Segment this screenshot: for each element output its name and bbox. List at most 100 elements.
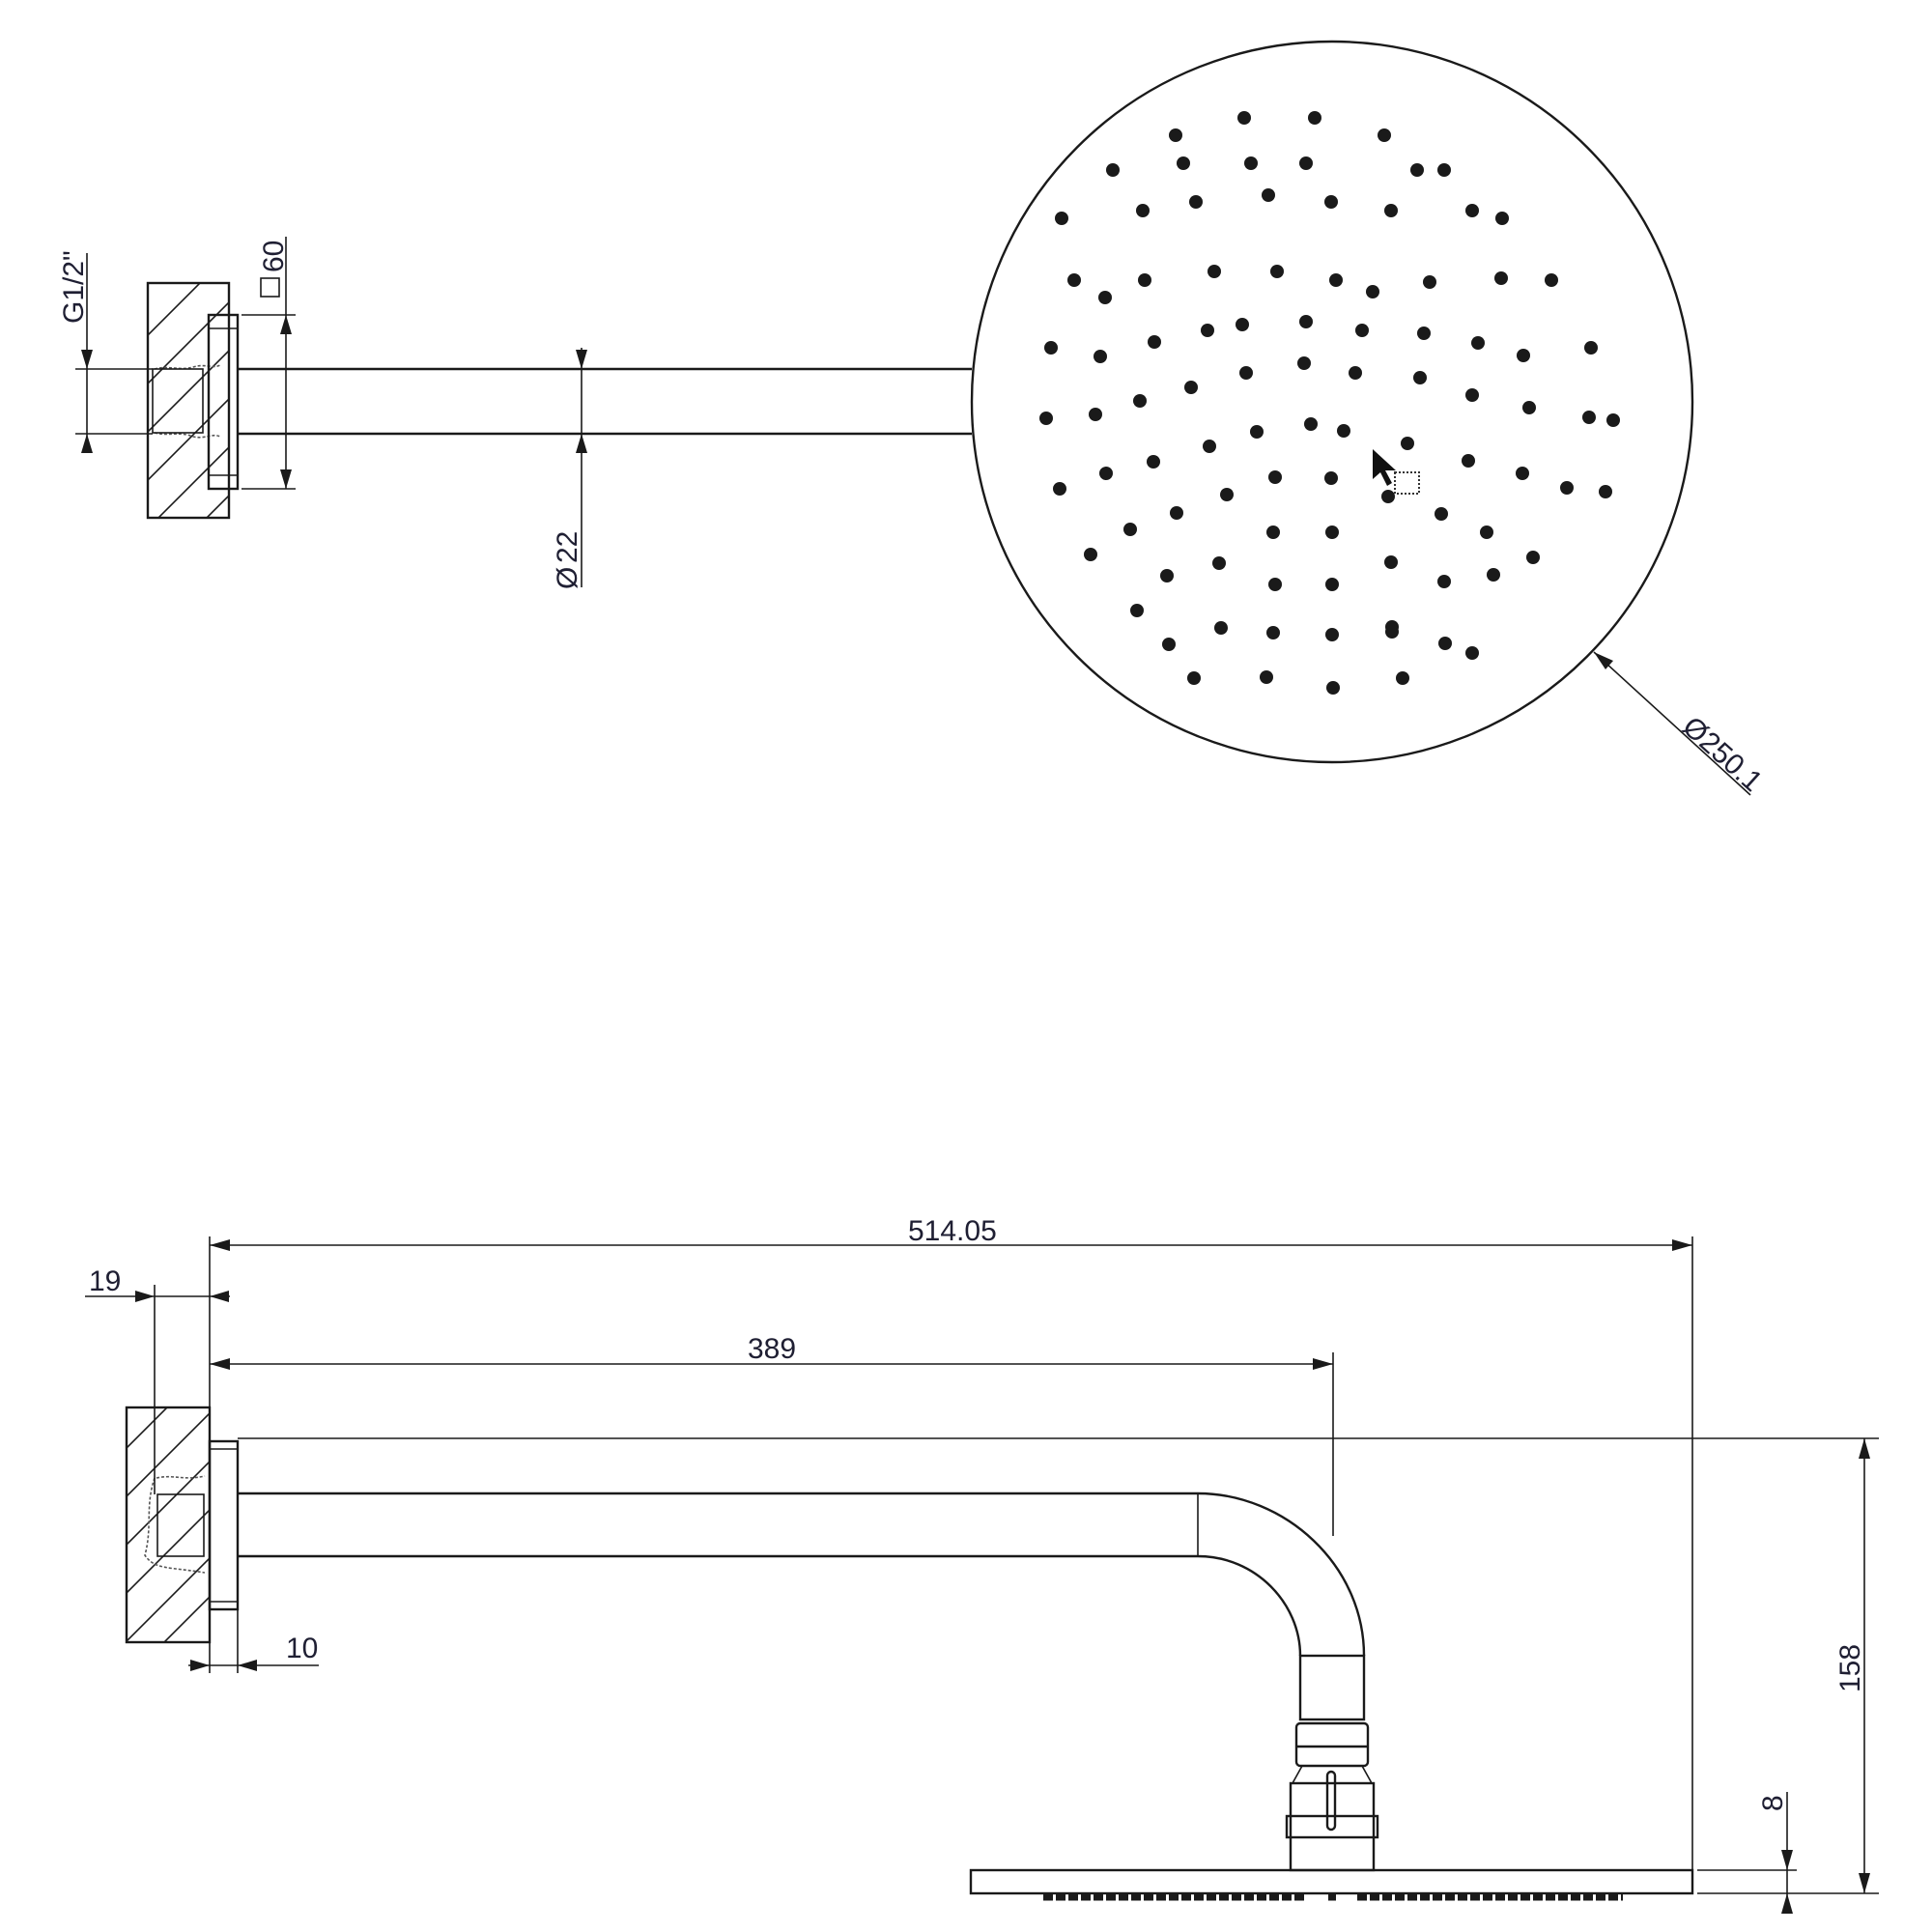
dim-flange-square-label: 60 [258, 241, 290, 272]
shower-head-connector [1285, 1654, 1379, 1872]
dim-flange-square: 60 [242, 237, 296, 490]
square-symbol-icon [260, 277, 280, 298]
dim-wall-depth-label: 19 [89, 1265, 121, 1297]
dim-arm-length: 389 [210, 1333, 1334, 1536]
wall-flange [207, 313, 240, 491]
diameter-symbol-icon: Ø [552, 567, 583, 589]
nozzle-hole [1184, 381, 1198, 394]
nozzle-hole [1053, 482, 1066, 496]
nozzle-hole [1465, 646, 1479, 660]
dim-arm-diameter: Ø 22 [552, 348, 587, 589]
dim-arm-diameter-label: 22 [552, 531, 583, 563]
wall-block-section [146, 281, 231, 520]
nozzle-hole [1437, 163, 1451, 177]
nozzle-hole [1516, 467, 1529, 480]
nozzle-hole [1299, 156, 1313, 170]
nozzle-hole [1325, 526, 1339, 539]
nozzle-hole [1220, 488, 1234, 501]
nozzle-hole [1212, 556, 1226, 570]
nozzle-hole [1410, 163, 1424, 177]
dim-head-thickness-label: 8 [1757, 1795, 1789, 1811]
nozzle-hole [1308, 111, 1321, 125]
nozzle-hole [1355, 324, 1369, 337]
nozzle-hole [1148, 335, 1161, 349]
nozzle-hole [1239, 366, 1253, 380]
nozzle-hole [1378, 128, 1391, 142]
nozzle-hole [1526, 551, 1540, 564]
nozzle-hole [1098, 291, 1112, 304]
nozzle-hole [1423, 275, 1436, 289]
nozzle-hole [1326, 681, 1340, 695]
nozzle-hole [1250, 425, 1264, 439]
dim-flange-thickness: 10 [188, 1609, 319, 1673]
nozzle-hole [1337, 424, 1350, 438]
dim-flange-thickness-label: 10 [286, 1633, 318, 1664]
nozzle-hole [1160, 569, 1174, 582]
dim-overall-height: 158 [238, 1437, 1879, 1894]
nozzle-hole [1203, 440, 1216, 453]
nozzle-hole [1582, 411, 1596, 424]
nozzle-hole [1237, 111, 1251, 125]
nozzle-hole [1560, 481, 1574, 495]
nozzle-hole [1177, 156, 1190, 170]
nozzle-hole [1545, 273, 1558, 287]
nozzle-hole [1201, 324, 1214, 337]
top-view: G1/2" 60 Ø 22 Ø250.1 [58, 40, 1769, 798]
nozzle-hole [1396, 671, 1409, 685]
nozzle-hole [1162, 638, 1176, 651]
nozzle-hole [1189, 195, 1203, 209]
nozzle-hole [1584, 341, 1598, 355]
nozzle-hole [1244, 156, 1258, 170]
dim-thread: G1/2" [58, 250, 153, 453]
nozzle-hole [1169, 128, 1182, 142]
nozzle-hole [1366, 285, 1379, 298]
nozzle-hole [1437, 575, 1451, 588]
nozzle-holes [1039, 111, 1620, 695]
nozzle-hole [1299, 315, 1313, 328]
shower-head-plate [970, 40, 1694, 764]
nozzle-hole [1266, 626, 1280, 639]
nozzle-hole [1329, 273, 1343, 287]
nozzle-hole [1324, 471, 1338, 485]
nozzle-hole [1094, 350, 1107, 363]
nozzle-hole [1349, 366, 1362, 380]
nozzle-hole [1067, 273, 1081, 287]
dim-wall-depth: 19 [85, 1265, 230, 1494]
nozzle-hole [1297, 356, 1311, 370]
nozzle-hole [1325, 578, 1339, 591]
nozzle-hole [1268, 578, 1282, 591]
nozzle-hole [1260, 670, 1273, 684]
dim-overall-length-label: 514.05 [908, 1215, 997, 1247]
nozzle-hole [1462, 454, 1475, 468]
nozzle-hole [1187, 671, 1201, 685]
nozzle-hole [1089, 408, 1102, 421]
nozzle-hole [1385, 625, 1399, 639]
nozzle-hole [1413, 371, 1427, 384]
drag-copy-icon [1394, 471, 1420, 495]
dim-arm-length-label: 389 [748, 1333, 796, 1365]
nozzle-hole [1304, 417, 1318, 431]
nozzle-hole [1480, 526, 1493, 539]
nozzle-hole [1055, 212, 1068, 225]
shower-arm-side [238, 1492, 1366, 1657]
nozzle-hole [1266, 526, 1280, 539]
nozzle-hole [1099, 467, 1113, 480]
nozzle-hole [1384, 555, 1398, 569]
nozzle-hole [1044, 341, 1058, 355]
nozzle-hole [1147, 455, 1160, 469]
nozzle-hole [1417, 327, 1431, 340]
nozzle-hole [1381, 490, 1395, 503]
nozzle-hole [1606, 413, 1620, 427]
nozzle-hole [1325, 628, 1339, 641]
wall-block-side [125, 1406, 212, 1644]
nozzle-hole [1262, 188, 1275, 202]
shower-arm-top [238, 367, 972, 436]
side-view: 514.05 389 19 10 [85, 1215, 1879, 1914]
nozzle-hole [1170, 506, 1183, 520]
nozzle-hole [1236, 318, 1249, 331]
nozzle-hole [1599, 485, 1612, 498]
nozzle-hole [1471, 336, 1485, 350]
nozzle-hole [1517, 349, 1530, 362]
nozzle-hole [1324, 195, 1338, 209]
